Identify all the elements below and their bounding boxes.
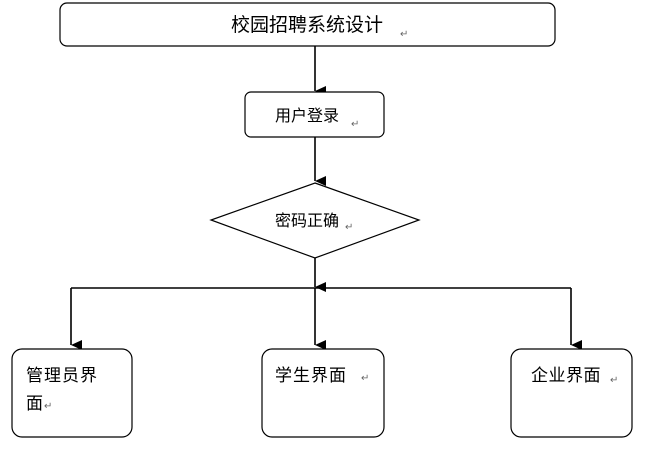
admin-text-line2: 面 <box>26 394 43 414</box>
title-text: 校园招聘系统设计 <box>231 14 383 36</box>
login-paragraph-mark: ↵ <box>351 119 359 130</box>
company-text: 企业界面 <box>531 366 601 386</box>
student-text: 学生界面 <box>275 366 347 386</box>
company-paragraph-mark: ↵ <box>610 375 618 386</box>
title-node: 校园招聘系统设计 ↵ <box>59 2 556 47</box>
password-check-node: 密码正确 ↵ <box>209 182 421 259</box>
admin-node: 管理员界 面 ↵ <box>11 348 133 438</box>
login-node: 用户登录 ↵ <box>244 91 385 138</box>
company-box <box>510 348 633 438</box>
password-check-paragraph-mark: ↵ <box>345 222 353 233</box>
title-paragraph-mark: ↵ <box>400 29 408 40</box>
title-box <box>59 2 556 47</box>
admin-text-line1: 管理员界 <box>26 366 98 386</box>
password-check-text: 密码正确 <box>275 211 339 230</box>
company-node: 企业界面 ↵ <box>510 348 633 438</box>
admin-paragraph-mark: ↵ <box>44 401 52 412</box>
student-paragraph-mark: ↵ <box>361 373 369 384</box>
student-node: 学生界面 ↵ <box>261 348 385 438</box>
login-text: 用户登录 <box>275 106 339 125</box>
student-box <box>261 348 385 438</box>
admin-box <box>11 348 133 438</box>
